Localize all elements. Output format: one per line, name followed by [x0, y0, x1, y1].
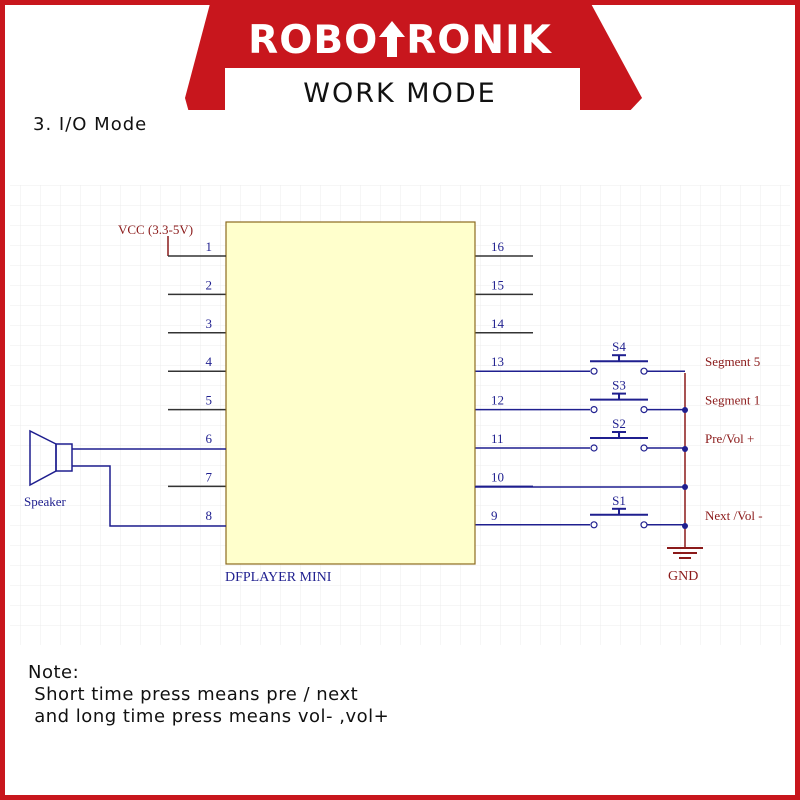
- vcc-label: VCC (3.3-5V): [118, 222, 193, 237]
- switch-name: S2: [612, 416, 626, 431]
- pin-number: 5: [206, 393, 213, 408]
- vcc-symbol: VCC (3.3-5V): [118, 222, 226, 257]
- banner-subtitle: WORK MODE: [303, 78, 497, 109]
- note-line-1: Short time press means pre / next: [28, 684, 359, 705]
- section-title: 3. I/O Mode: [33, 114, 148, 135]
- pin-number: 2: [206, 277, 213, 292]
- brand-right: RONIK: [406, 18, 552, 63]
- speaker-symbol: Speaker: [24, 429, 226, 527]
- pin-number: 14: [491, 316, 505, 331]
- chip-name: DFPLAYER MINI: [225, 570, 332, 585]
- brand-logo: ROBO RONIK: [0, 18, 800, 63]
- switch-function: Pre/Vol +: [705, 431, 754, 446]
- pin-number: 13: [491, 354, 504, 369]
- schematic-diagram: 1VCC2RX3TX4DAC_R5DAC_L6SPK17GND8SPK2 16B…: [10, 185, 790, 645]
- switch-function: Segment 5: [705, 354, 760, 369]
- brand-left: ROBO: [248, 18, 379, 63]
- chip-body: [225, 221, 476, 565]
- pin-number: 3: [206, 316, 213, 331]
- switch-name: S3: [612, 378, 626, 393]
- pin-number: 4: [206, 354, 213, 369]
- pin-number: 16: [491, 239, 505, 254]
- pin-number: 11: [491, 431, 504, 446]
- gnd-label: GND: [668, 569, 698, 584]
- pin-number: 9: [491, 508, 498, 523]
- note-heading: Note:: [28, 662, 80, 683]
- pin-number: 10: [491, 469, 504, 484]
- switch-function: Next /Vol -: [705, 508, 763, 523]
- pin-number: 1: [206, 239, 213, 254]
- switch-name: S1: [612, 493, 626, 508]
- pin-number: 15: [491, 277, 504, 292]
- ground-bus: [475, 373, 688, 548]
- up-arrow-icon: [379, 21, 406, 57]
- pin-number: 8: [206, 508, 213, 523]
- pin-number: 12: [491, 393, 504, 408]
- header-banner: [185, 0, 642, 110]
- switch-name: S4: [612, 339, 626, 354]
- ground-symbol: GND: [667, 547, 703, 584]
- pin-number: 7: [206, 469, 213, 484]
- note-line-2: and long time press means vol- ,vol+: [28, 706, 390, 727]
- switch-function: Segment 1: [705, 393, 760, 408]
- pin-number: 6: [206, 431, 213, 446]
- note-block: Note: Short time press means pre / next …: [28, 662, 389, 728]
- speaker-label: Speaker: [24, 494, 67, 509]
